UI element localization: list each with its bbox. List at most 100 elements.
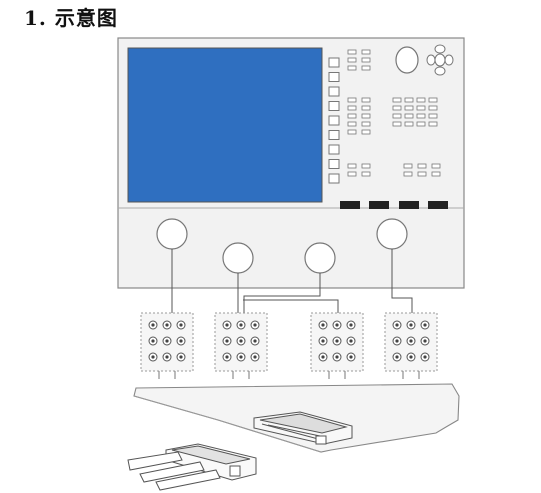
panel-key (404, 113, 414, 119)
pin-center (409, 355, 413, 359)
pin-center (349, 339, 353, 343)
pin-center (335, 323, 339, 327)
pin-center (239, 355, 243, 359)
soft-key (328, 130, 340, 140)
pin-center (409, 339, 413, 343)
soft-key (328, 86, 340, 97)
panel-key (347, 49, 357, 55)
panel-key (431, 163, 441, 169)
panel-key (347, 171, 357, 177)
panel-key (417, 171, 427, 177)
port-3 (304, 242, 336, 274)
key-clusters (347, 49, 441, 177)
pin-center (225, 355, 229, 359)
pin-center (179, 323, 183, 327)
panel-key (361, 163, 371, 169)
panel-key (416, 121, 426, 127)
panel-key (417, 163, 427, 169)
pin-center (239, 339, 243, 343)
panel-key (416, 113, 426, 119)
page-title: 1. 示意图 (24, 6, 118, 30)
panel-key (428, 121, 438, 127)
port-1 (156, 218, 188, 250)
port-2 (222, 242, 254, 274)
panel-key (347, 129, 357, 135)
panel-key (416, 105, 426, 111)
panel-key (347, 113, 357, 119)
pin-center (321, 355, 325, 359)
panel-key (428, 105, 438, 111)
pin-center (423, 323, 427, 327)
panel-key (404, 97, 414, 103)
panel-key (361, 129, 371, 135)
panel-key (403, 171, 413, 177)
panel-key (347, 163, 357, 169)
pin-center (349, 355, 353, 359)
soft-key (328, 159, 340, 169)
pin-center (151, 323, 155, 327)
pin-center (179, 355, 183, 359)
panel-key (361, 65, 371, 71)
soft-key (328, 72, 340, 82)
cables (171, 249, 413, 318)
soft-key-column (328, 57, 340, 184)
panel-key (361, 105, 371, 111)
panel-key (392, 105, 402, 111)
pin-center (253, 339, 257, 343)
rotary-knob (395, 46, 419, 74)
panel-key (403, 163, 413, 169)
pin-center (423, 339, 427, 343)
panel-key (361, 97, 371, 103)
panel-key (361, 49, 371, 55)
pin-center (335, 339, 339, 343)
panel-key (347, 121, 357, 127)
panel-key (428, 113, 438, 119)
board-connector (253, 411, 353, 445)
pin-center (151, 339, 155, 343)
panel-key (392, 121, 402, 127)
panel-key (404, 105, 414, 111)
panel-key (361, 121, 371, 127)
pin-center (225, 339, 229, 343)
pin-center (253, 355, 257, 359)
panel-key (392, 97, 402, 103)
pin-center (225, 323, 229, 327)
function-keys (340, 201, 448, 209)
pin-center (253, 323, 257, 327)
panel-key (361, 113, 371, 119)
port-blocks (140, 312, 438, 379)
pin-center (151, 355, 155, 359)
pin-center (335, 355, 339, 359)
panel-key (416, 97, 426, 103)
soft-key (328, 144, 340, 155)
panel-key (361, 171, 371, 177)
port-4 (376, 218, 408, 250)
pin-center (409, 323, 413, 327)
panel-key (404, 121, 414, 127)
display-screen (127, 47, 323, 203)
pin-center (423, 355, 427, 359)
panel-key (431, 171, 441, 177)
pin-center (349, 323, 353, 327)
pin-center (239, 323, 243, 327)
panel-key (347, 57, 357, 63)
front-ports (156, 218, 408, 274)
panel-key (347, 105, 357, 111)
pin-center (395, 339, 399, 343)
pin-center (165, 355, 169, 359)
pin-center (179, 339, 183, 343)
pin-center (321, 339, 325, 343)
pin-center (165, 323, 169, 327)
soft-key (328, 115, 340, 126)
nav-pad-icon (426, 44, 454, 76)
pin-center (395, 323, 399, 327)
pin-center (165, 339, 169, 343)
pin-center (321, 323, 325, 327)
panel-key (347, 65, 357, 71)
panel-key (347, 97, 357, 103)
panel-key (392, 113, 402, 119)
soft-key (328, 101, 340, 111)
panel-key (361, 57, 371, 63)
cable-plug (127, 443, 257, 491)
